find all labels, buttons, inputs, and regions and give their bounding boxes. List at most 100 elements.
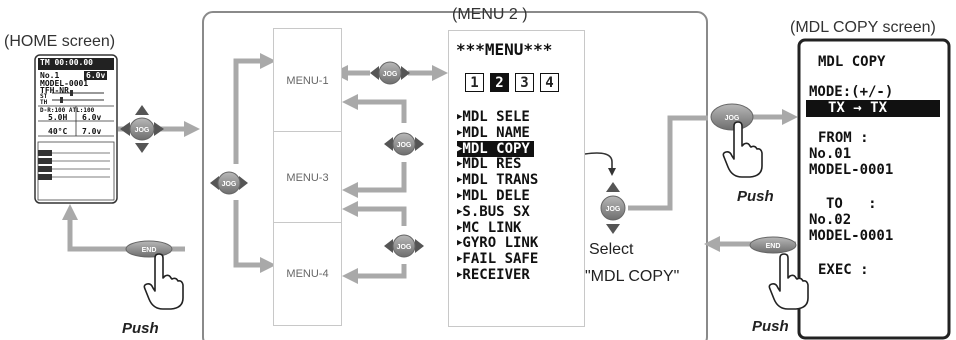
pressing-hand-icon bbox=[722, 121, 763, 178]
menu2-item-mdl-sele[interactable]: ▶MDL SELE bbox=[457, 109, 530, 125]
menu2-item-mc-link[interactable]: ▶MC LINK bbox=[457, 220, 521, 236]
menu2-item-fail-safe[interactable]: ▶FAIL SAFE bbox=[457, 251, 538, 267]
menu-page-3-label: 3 bbox=[520, 74, 529, 91]
menu2-item-label: FAIL SAFE bbox=[462, 251, 539, 268]
menu2-caption: (MENU 2 ) bbox=[452, 6, 528, 23]
end-button-right-icon[interactable]: END bbox=[748, 235, 798, 255]
home-screen-caption: (HOME screen) bbox=[4, 33, 116, 50]
menu2-item-label: MDL RES bbox=[462, 156, 522, 173]
push-label-right-bottom: Push bbox=[752, 318, 789, 335]
menu-3-label: MENU-3 bbox=[286, 171, 329, 184]
menu-pointer-icon: ▶ bbox=[457, 127, 463, 138]
menu-page-1-label: 1 bbox=[470, 74, 479, 91]
jog-text: JOG bbox=[222, 181, 237, 188]
menu2-item-label: MC LINK bbox=[462, 219, 522, 236]
home-value-4: 7.0v bbox=[82, 127, 102, 136]
home-value-2: 6.0v bbox=[82, 113, 102, 122]
home-model-name: MODEL-0001 bbox=[40, 79, 89, 88]
home-value-3: 40°C bbox=[48, 127, 68, 136]
menu-pointer-icon: ▶ bbox=[457, 112, 463, 122]
menu-pointer-icon: ▶ bbox=[457, 238, 463, 249]
jog-text: JOG bbox=[725, 115, 740, 122]
menu2-item-label: S.BUS SX bbox=[462, 203, 530, 220]
copy-from-label: FROM : bbox=[818, 130, 869, 146]
end-text: END bbox=[142, 247, 157, 254]
menu2-item-mdl-res[interactable]: ▶MDL RES bbox=[457, 156, 521, 172]
menu-page-2-label: 2 bbox=[495, 74, 504, 91]
home-value-1: 5.0H bbox=[48, 113, 68, 122]
select-note-line2: "MDL COPY" bbox=[585, 268, 680, 285]
pressing-hand-icon bbox=[143, 253, 184, 310]
menu-pointer-icon: ▶ bbox=[457, 206, 463, 217]
copy-screen-title: MDL COPY bbox=[818, 54, 886, 70]
copy-exec-label: EXEC : bbox=[818, 262, 869, 278]
menu2-item-mdl-name[interactable]: ▶MDL NAME bbox=[457, 125, 530, 141]
home-dr-atl: D-R:100 ATL:100 bbox=[40, 107, 95, 114]
copy-mode-highlight bbox=[806, 100, 940, 117]
menu2-item-mdl-copy[interactable]: ▶MDL COPY bbox=[457, 140, 534, 157]
menu2-item-gyro-link[interactable]: ▶GYRO LINK bbox=[457, 235, 538, 251]
menu2-item-label: MDL TRANS bbox=[462, 172, 539, 189]
menu-4-box: MENU-4 bbox=[273, 222, 342, 326]
menu-pointer-icon: ▶ bbox=[457, 175, 463, 186]
pressing-hand-icon bbox=[768, 253, 809, 310]
menu-1-box: MENU-1 bbox=[273, 28, 342, 133]
menu-page-1[interactable]: 1 bbox=[465, 73, 484, 92]
jog-text: JOG bbox=[135, 127, 150, 134]
menu-3-box: MENU-3 bbox=[273, 131, 342, 224]
copy-mode-value: TX → TX bbox=[828, 100, 888, 116]
jog-dial-menu1-icon[interactable]: JOG bbox=[368, 55, 412, 91]
jog-text: JOG bbox=[397, 244, 412, 251]
copy-from-model: MODEL-0001 bbox=[809, 162, 894, 178]
jog-dial-menu3-icon[interactable]: JOG bbox=[382, 125, 426, 163]
menu-page-2[interactable]: 2 bbox=[490, 73, 509, 92]
menu-pointer-icon: ▶ bbox=[457, 222, 463, 233]
home-model-number: No.1 bbox=[40, 71, 60, 80]
push-label-left: Push bbox=[122, 320, 159, 337]
copy-to-label: TO : bbox=[826, 196, 877, 212]
copy-from-number: No.01 bbox=[809, 146, 852, 162]
menu2-item-receiver[interactable]: ▶RECEIVER bbox=[457, 267, 530, 283]
menu-4-label: MENU-4 bbox=[286, 268, 329, 280]
menu2-item-label: RECEIVER bbox=[462, 267, 530, 283]
jog-text: JOG bbox=[606, 206, 621, 213]
menu-pointer-icon: ▶ bbox=[457, 191, 463, 201]
jog-text: JOG bbox=[383, 71, 398, 78]
menu-1-label: MENU-1 bbox=[286, 74, 329, 87]
menu-page-4[interactable]: 4 bbox=[540, 73, 559, 92]
menu-pointer-icon: ▶ bbox=[457, 270, 463, 280]
menu2-item-mdl-dele[interactable]: ▶MDL DELE bbox=[457, 188, 530, 204]
push-label-right-top: Push bbox=[737, 188, 774, 205]
jog-dial-updown-icon[interactable]: JOG bbox=[595, 180, 631, 236]
home-screen-device bbox=[34, 54, 118, 204]
select-note-line1: Select bbox=[589, 241, 634, 258]
menu2-item-label: MDL NAME bbox=[462, 124, 530, 141]
menu2-item-mdl-trans[interactable]: ▶MDL TRANS bbox=[457, 172, 538, 188]
menu2-item-label: MDL COPY bbox=[462, 140, 530, 157]
copy-mode-label: MODE:(+/-) bbox=[809, 84, 894, 100]
menu-page-3[interactable]: 3 bbox=[515, 73, 534, 92]
jog-push-dial-icon[interactable]: JOG bbox=[708, 102, 756, 132]
menu-pointer-icon: ▶ bbox=[457, 159, 463, 170]
home-th-label: TH bbox=[40, 99, 48, 106]
menu-panel-frame bbox=[202, 11, 708, 340]
home-voltage-badge: 6.0v bbox=[84, 71, 108, 80]
end-text: END bbox=[766, 243, 781, 250]
menu2-item-label: MDL DELE bbox=[462, 188, 530, 204]
menu2-item-s-bus-sx[interactable]: ▶S.BUS SX bbox=[457, 204, 530, 220]
menu2-screen bbox=[448, 30, 585, 327]
home-st-label: ST bbox=[40, 93, 48, 100]
jog-text: JOG bbox=[397, 142, 412, 149]
menu2-item-label: GYRO LINK bbox=[462, 235, 539, 252]
menu-pointer-icon: ▶ bbox=[457, 254, 463, 265]
jog-dial-4way-icon[interactable]: JOG bbox=[118, 103, 166, 155]
copy-to-number: No.02 bbox=[809, 212, 852, 228]
jog-dial-menu4-icon[interactable]: JOG bbox=[382, 227, 426, 265]
menu2-header: ***MENU*** bbox=[456, 40, 553, 59]
copy-to-model: MODEL-0001 bbox=[809, 228, 894, 244]
end-button-left-icon[interactable]: END bbox=[124, 239, 174, 259]
menu-page-4-label: 4 bbox=[545, 74, 554, 91]
menu-pointer-icon: ▶ bbox=[457, 143, 463, 154]
home-timer: TM 00:00.00 bbox=[40, 58, 93, 67]
jog-dial-left-icon[interactable]: JOG bbox=[208, 163, 250, 203]
